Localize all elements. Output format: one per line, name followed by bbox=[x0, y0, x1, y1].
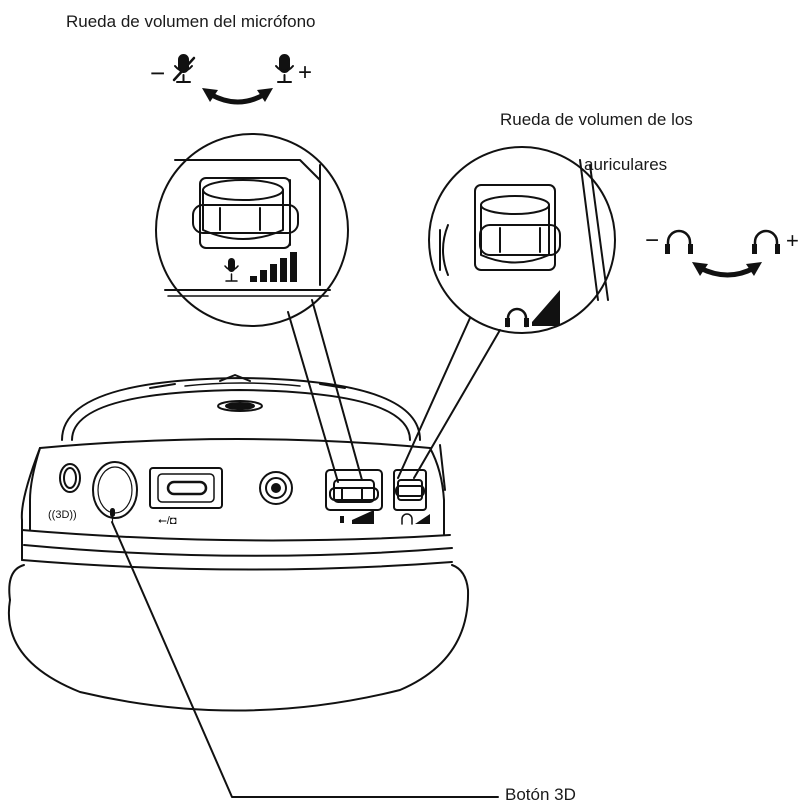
headphone-callout-leader bbox=[397, 317, 471, 479]
mic-wheel-label: Rueda de volumen del micrófono bbox=[66, 12, 316, 31]
mic-jack-port bbox=[92, 461, 138, 519]
3d-button-marking: ((3D)) bbox=[48, 509, 77, 521]
headphone-volume-wheel bbox=[393, 469, 427, 511]
volume-bars-icon bbox=[250, 252, 297, 282]
headphone-wheel-label-line2: auriculares bbox=[584, 155, 668, 174]
headphone-callout-leader bbox=[413, 329, 501, 479]
port-panel: ((3D)) ⭠/◘ bbox=[48, 461, 430, 527]
usb-c-port bbox=[149, 467, 223, 509]
earcup-body bbox=[20, 438, 453, 571]
headphone-minus-sign: − bbox=[645, 227, 659, 254]
mic-minus-sign: − bbox=[150, 58, 165, 88]
volume-bars-icon bbox=[532, 290, 560, 326]
headphone-plus-sign: + bbox=[786, 228, 799, 253]
earcup-cushion bbox=[7, 564, 470, 712]
microphone-muted-icon bbox=[172, 54, 196, 83]
headphone-icon bbox=[752, 229, 780, 254]
volume-bars-icon bbox=[340, 510, 374, 524]
3d-button bbox=[59, 463, 81, 493]
3d-button-leader bbox=[111, 521, 499, 798]
headphone-icon bbox=[505, 307, 529, 328]
double-arrow-icon bbox=[202, 88, 273, 105]
mic-callout-leader bbox=[311, 299, 363, 481]
headphone-icon bbox=[665, 229, 693, 254]
button-3d-label: Botón 3D bbox=[505, 785, 576, 804]
volume-bars-icon bbox=[415, 514, 430, 524]
mic-callout-leader bbox=[287, 311, 339, 483]
headphone-wheel-zoom-callout bbox=[428, 146, 616, 334]
mic-wheel-zoom-callout bbox=[155, 133, 349, 327]
mic-plus-sign: + bbox=[298, 59, 312, 86]
microphone-icon bbox=[110, 508, 115, 523]
mic-volume-wheel bbox=[325, 469, 383, 511]
headphone-icon bbox=[401, 513, 413, 525]
headphone-wheel-label-line1: Rueda de volumen de los bbox=[500, 110, 693, 129]
microphone-icon bbox=[275, 54, 294, 83]
earcup-top bbox=[61, 374, 421, 441]
usb-icon: ⭠/◘ bbox=[158, 515, 177, 527]
double-arrow-icon bbox=[692, 262, 762, 278]
audio-jack-port bbox=[259, 471, 293, 505]
